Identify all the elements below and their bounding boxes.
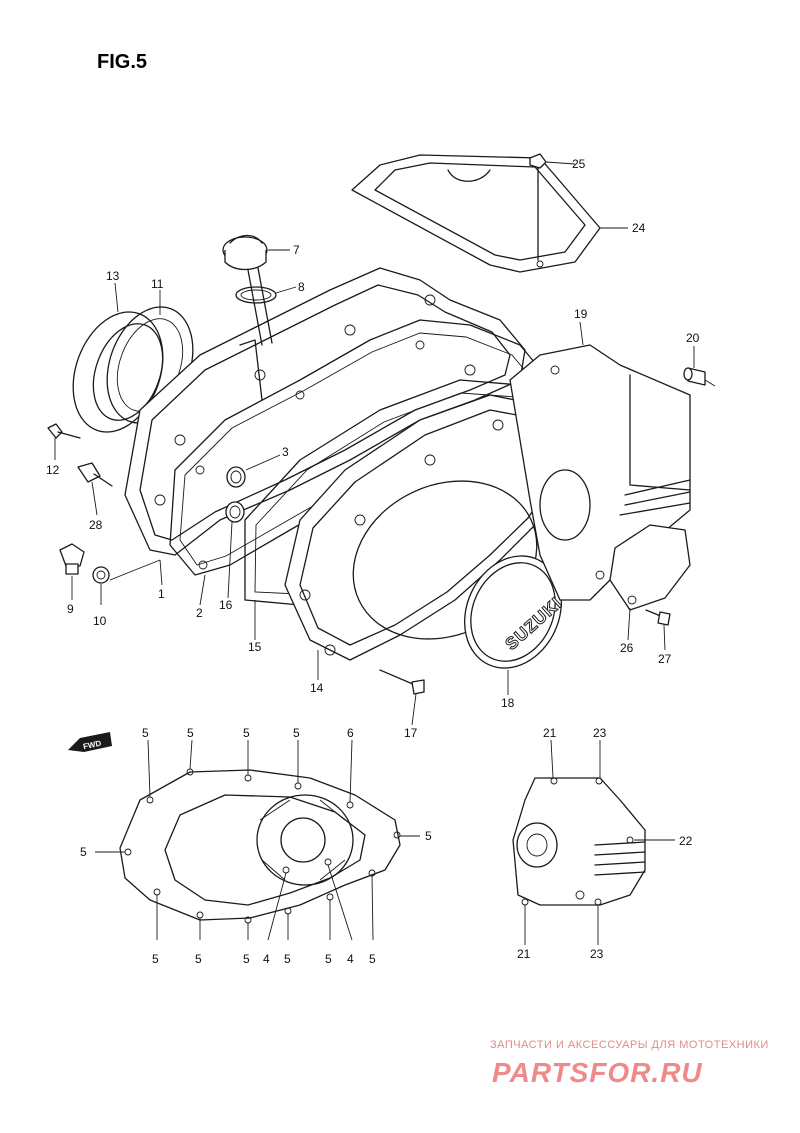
switch-part-28: [77, 462, 113, 487]
part-labels-gasket: 5 5 5 5 6 5 5 5 5 5 4 5 5 4 5: [80, 726, 432, 966]
washer-part-10: [92, 566, 110, 584]
label-4b: 4: [347, 952, 354, 966]
bolt-part-12: [47, 423, 81, 439]
dowel-pin-part-3: [226, 466, 246, 488]
label-10: 10: [93, 614, 107, 628]
label-5c: 5: [243, 726, 250, 740]
label-5l: 5: [369, 952, 376, 966]
bolt-part-25: [529, 153, 547, 261]
label-6: 6: [347, 726, 354, 740]
watermark: ЗАПЧАСТИ И АКСЕССУАРЫ ДЛЯ МОТОТЕХНИКИ PA…: [490, 1039, 769, 1088]
label-5e: 5: [425, 829, 432, 843]
label-23a: 23: [593, 726, 607, 740]
drain-plug-part-9: [59, 543, 85, 575]
cover-part-26: [609, 524, 691, 611]
label-5j: 5: [284, 952, 291, 966]
label-5k: 5: [325, 952, 332, 966]
label-21a: 21: [543, 726, 557, 740]
label-22: 22: [679, 834, 693, 848]
label-16: 16: [219, 598, 233, 612]
watermark-tagline: ЗАПЧАСТИ И АКСЕССУАРЫ ДЛЯ МОТОТЕХНИКИ: [490, 1039, 769, 1051]
label-5i: 5: [243, 952, 250, 966]
bottom-left-leaders: [95, 739, 420, 941]
o-ring-part-8: [235, 286, 277, 304]
label-2: 2: [196, 606, 203, 620]
label-3: 3: [282, 445, 289, 459]
watermark-logo: PARTSFOR.RU: [492, 1057, 703, 1088]
label-15: 15: [248, 640, 262, 654]
dowel-pin-part-16: [225, 501, 245, 523]
label-19: 19: [574, 307, 588, 321]
screw-part-27: [645, 609, 671, 626]
top-cover-part-24: [351, 154, 601, 273]
label-7: 7: [293, 243, 300, 257]
label-26: 26: [620, 641, 634, 655]
label-5g: 5: [152, 952, 159, 966]
label-5f: 5: [80, 845, 87, 859]
label-21b: 21: [517, 947, 531, 961]
bolt-part-17: [379, 669, 425, 695]
label-14: 14: [310, 681, 324, 695]
fwd-text: FWD: [82, 739, 102, 752]
forward-direction-badge: FWD: [68, 732, 112, 752]
label-5d: 5: [293, 726, 300, 740]
label-27: 27: [658, 652, 672, 666]
label-20: 20: [686, 331, 700, 345]
label-11: 11: [151, 277, 164, 291]
leader-lines: [54, 161, 716, 726]
crankcase-cover-gasket-diagram: [119, 768, 401, 924]
label-17: 17: [404, 726, 418, 740]
label-12: 12: [46, 463, 60, 477]
label-5a: 5: [142, 726, 149, 740]
label-5b: 5: [187, 726, 194, 740]
label-9: 9: [67, 602, 74, 616]
label-13: 13: [106, 269, 120, 283]
part-labels-main: 25 24 7 8 13 11 19 20 3 12 28 9 10 1 2 1…: [46, 157, 700, 740]
part-labels-sprocket: 21 23 22 21 23: [517, 726, 693, 961]
label-8: 8: [298, 280, 305, 294]
label-28: 28: [89, 518, 103, 532]
label-4a: 4: [263, 952, 270, 966]
rubber-part-20: [683, 367, 706, 386]
bottom-right-leaders: [524, 739, 675, 945]
oil-filler-cap-part-7: [222, 234, 268, 271]
label-23b: 23: [590, 947, 604, 961]
label-5h: 5: [195, 952, 202, 966]
sprocket-cover-diagram: [512, 777, 646, 906]
figure-title: FIG.5: [97, 51, 147, 73]
label-18: 18: [501, 696, 515, 710]
label-1: 1: [158, 587, 165, 601]
label-24: 24: [632, 221, 646, 235]
label-25: 25: [572, 157, 586, 171]
